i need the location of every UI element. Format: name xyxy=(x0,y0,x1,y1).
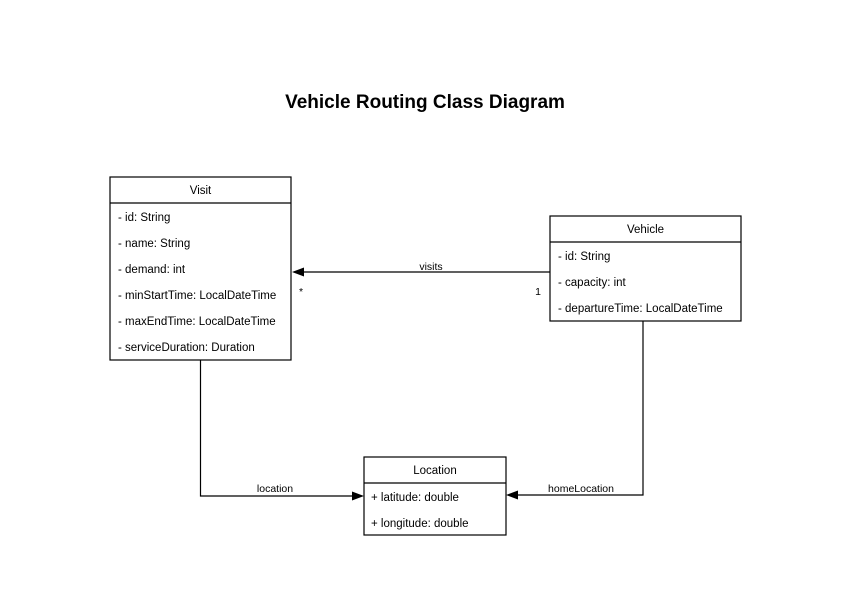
arrowhead-icon xyxy=(292,267,304,277)
edge-multiplicity-source: 1 xyxy=(535,286,541,298)
edge-multiplicity-target: * xyxy=(299,286,303,298)
class-box-vehicle-rect xyxy=(549,215,742,322)
class-attribute: + latitude: double xyxy=(371,492,459,504)
class-box-location[interactable]: Location + latitude: double + longitude:… xyxy=(363,456,507,536)
class-attribute: - maxEndTime: LocalDateTime xyxy=(118,316,276,328)
class-attribute: + longitude: double xyxy=(371,518,469,530)
edge-visits[interactable]: visits * 1 xyxy=(292,261,550,298)
class-name-location: Location xyxy=(413,465,456,477)
class-attribute: - id: String xyxy=(558,251,610,263)
class-attribute: - id: String xyxy=(118,212,170,224)
class-box-visit-rect xyxy=(109,176,292,361)
class-name-visit: Visit xyxy=(190,185,212,197)
arrowhead-icon xyxy=(506,490,518,500)
edge-label-visits: visits xyxy=(419,261,442,273)
page-title: Vehicle Routing Class Diagram xyxy=(285,92,565,113)
edge-location-line xyxy=(199,360,357,497)
class-attribute: - demand: int xyxy=(118,264,186,276)
arrowhead-icon xyxy=(352,491,364,501)
edge-home-location[interactable]: homeLocation xyxy=(506,321,644,500)
edge-location[interactable]: location xyxy=(199,360,365,501)
edge-label-location: location xyxy=(257,483,293,495)
class-name-vehicle: Vehicle xyxy=(627,224,664,236)
edge-home-location-line xyxy=(513,321,644,496)
class-box-vehicle[interactable]: Vehicle - id: String - capacity: int - d… xyxy=(549,215,742,322)
class-attribute: - name: String xyxy=(118,238,190,250)
class-attribute: - capacity: int xyxy=(558,277,627,289)
class-box-visit[interactable]: Visit - id: String - name: String - dema… xyxy=(109,176,292,361)
class-attribute: - minStartTime: LocalDateTime xyxy=(118,290,276,302)
edge-label-home-location: homeLocation xyxy=(548,483,614,495)
class-attribute: - serviceDuration: Duration xyxy=(118,342,255,354)
class-attribute: - departureTime: LocalDateTime xyxy=(558,303,723,315)
